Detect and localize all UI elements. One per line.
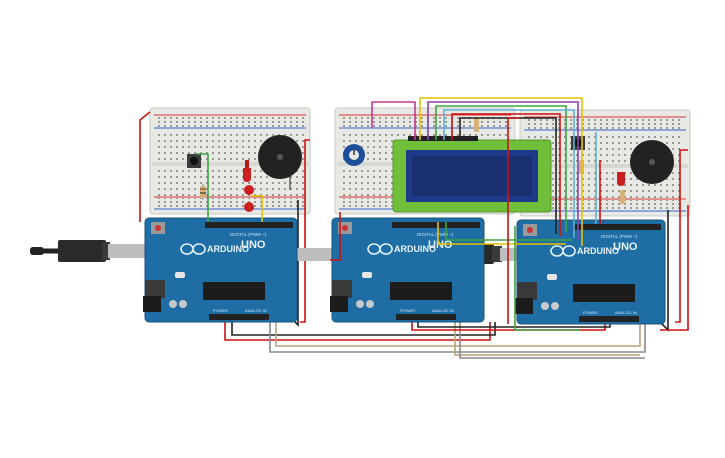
arduino-board-2[interactable]: DIGITAL (PWM ~) ARDUINO UNO POWER ANALOG… <box>330 217 485 323</box>
resistor-icon[interactable] <box>620 190 625 204</box>
analog-header-label: ANALOG IN <box>432 308 454 313</box>
board-brand: ARDUINO <box>577 246 619 256</box>
breadboard-left[interactable] <box>149 107 311 215</box>
resistor-icon[interactable] <box>200 184 206 200</box>
digital-header[interactable] <box>205 222 293 228</box>
led-icon[interactable] <box>244 185 254 212</box>
pushbutton-icon[interactable] <box>187 154 201 168</box>
digital-header[interactable] <box>392 222 480 228</box>
buzzer-icon[interactable] <box>630 140 674 184</box>
analog-header-label: ANALOG IN <box>245 308 267 313</box>
power-jack[interactable] <box>330 296 348 312</box>
power-analog-header[interactable] <box>209 314 269 320</box>
digital-header-label: DIGITAL (PWM ~) <box>601 234 638 239</box>
lcd-pin-header[interactable] <box>408 136 478 141</box>
power-analog-header[interactable] <box>579 316 639 322</box>
power-header-label: POWER <box>213 308 228 313</box>
power-jack[interactable] <box>515 298 533 314</box>
digital-header-label: DIGITAL (PWM ~) <box>230 232 267 237</box>
microcontroller-chip <box>573 284 635 302</box>
arduino-logo-icon <box>550 245 576 257</box>
led-icon[interactable] <box>617 172 625 186</box>
led-icon[interactable] <box>243 160 251 182</box>
board-brand: ARDUINO <box>394 244 436 254</box>
bottom-wiring[interactable] <box>224 139 688 359</box>
top-wiring[interactable] <box>139 97 689 331</box>
buzzer-icon[interactable] <box>258 135 302 190</box>
power-header-label: POWER <box>583 310 598 315</box>
microcontroller-chip <box>390 282 452 300</box>
board-model: UNO <box>241 239 266 251</box>
digital-header-label: DIGITAL (PWM ~) <box>417 232 454 237</box>
board-model: UNO <box>428 239 453 251</box>
arduino-logo-icon <box>180 243 206 255</box>
analog-header-label: ANALOG IN <box>615 310 637 315</box>
board-model: UNO <box>613 241 638 253</box>
usb-cable-left[interactable] <box>30 240 148 262</box>
digital-header[interactable] <box>573 224 661 230</box>
microcontroller-chip <box>203 282 265 300</box>
power-jack[interactable] <box>143 296 161 312</box>
arduino-board-1[interactable]: DIGITAL (PWM ~) ARDUINO UNO POWER ANALOG… <box>143 217 298 323</box>
board-brand: ARDUINO <box>207 244 249 254</box>
potentiometer-icon[interactable] <box>343 144 365 166</box>
resistor-icon[interactable] <box>474 118 479 132</box>
power-header-label: POWER <box>400 308 415 313</box>
arduino-board-3[interactable]: DIGITAL (PWM ~) ARDUINO UNO POWER ANALOG… <box>515 219 666 325</box>
lcd-icon[interactable] <box>392 136 552 213</box>
arduino-logo-icon <box>367 243 393 255</box>
power-analog-header[interactable] <box>396 314 456 320</box>
